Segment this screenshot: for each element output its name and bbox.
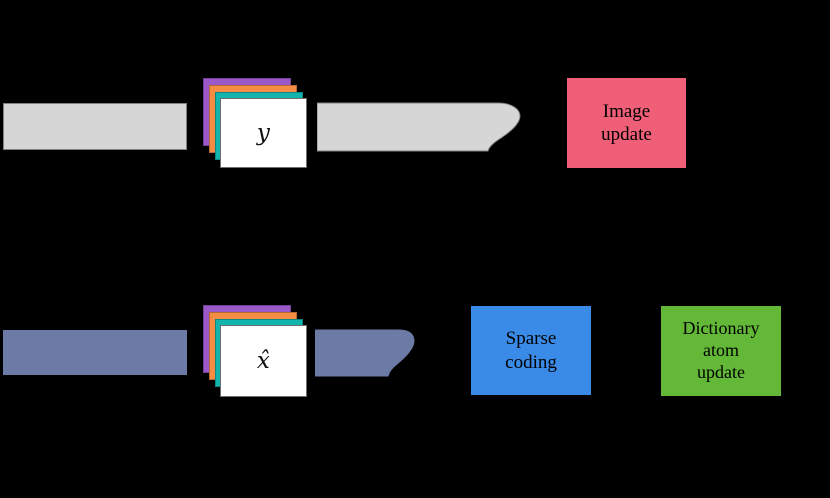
card-sheet-front: x̂ — [220, 325, 307, 397]
top-flow-arrow-bar — [317, 102, 523, 152]
image-update-box[interactable]: Image update — [566, 77, 687, 169]
top-flow-arrow-shape — [317, 102, 521, 152]
sparse-coding-line-1: Sparse — [505, 328, 557, 350]
card-label-y: y — [256, 119, 271, 146]
sparse-coding-box[interactable]: Sparse coding — [470, 305, 592, 396]
sparse-coding-line-2: coding — [505, 351, 557, 373]
dictionary-line-3: update — [697, 361, 745, 382]
card-label-xhat: x̂ — [256, 347, 271, 374]
bottom-flow-arrow-bar — [315, 329, 417, 377]
dictionary-atom-update-box[interactable]: Dictionary atom update — [660, 305, 782, 397]
bottom-flow-arrow-shape — [315, 329, 415, 377]
bottom-left-signal-bar — [3, 330, 187, 375]
image-update-line-2: update — [601, 124, 652, 145]
dictionary-line-1: Dictionary — [682, 318, 760, 339]
bottom-card-stack: x̂ — [203, 305, 307, 397]
dictionary-line-2: atom — [702, 340, 739, 361]
top-card-stack: y — [203, 78, 307, 168]
image-update-line-1: Image — [602, 100, 651, 122]
top-left-signal-bar — [3, 103, 187, 150]
card-sheet-front: y — [220, 98, 307, 168]
